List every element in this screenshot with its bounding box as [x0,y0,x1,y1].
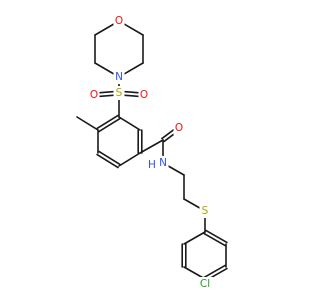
atom-bg-morph_N [113,70,125,84]
bond-p1-p2-a [205,229,228,244]
atom-label-morph_O: O [115,15,123,27]
bond-p3-p4-b [203,264,226,279]
atom-label-morph_N: N [115,71,123,83]
atom-label-chloro: Cl [200,278,210,290]
atom-bg-amide_H [146,158,158,172]
atom-bg-thioether_S [199,204,211,218]
atom-label-sulfonyl_S: S [116,87,123,99]
bond-b6-b1-b [98,117,121,133]
bond-b4-b5-b [98,150,121,166]
atom-label-sulfonyl_O1: O [90,89,98,101]
bond-b4-b5-a [96,153,119,169]
atom-bg-morph_O [113,14,125,28]
bond-b6-me [76,116,99,131]
bond-b6-b1-a [96,114,119,130]
atom-label-thioether_S: S [202,205,209,217]
bond-p1-p2-b [203,232,226,247]
atom-label-amide_N: N [159,157,167,169]
atom-label-carbonyl_O: O [175,122,183,134]
bond-b1-b2 [118,116,141,131]
bond-p6-p1 [183,231,206,245]
atom-label-amide_H: H [148,159,156,171]
atom-label-sulfonyl_O2: O [140,89,148,101]
atom-bg-carbonyl_O [173,121,185,135]
atom-bg-chloro [197,277,213,291]
atom-bg-amide_N [157,156,169,170]
atom-bg-sulfonyl_O2 [138,88,150,102]
bond-b3-b4 [118,152,141,167]
atom-bg-sulfonyl_O1 [88,88,100,102]
bond-b3-c_C [139,139,164,154]
atom-bg-sulfonyl_S [113,86,125,100]
